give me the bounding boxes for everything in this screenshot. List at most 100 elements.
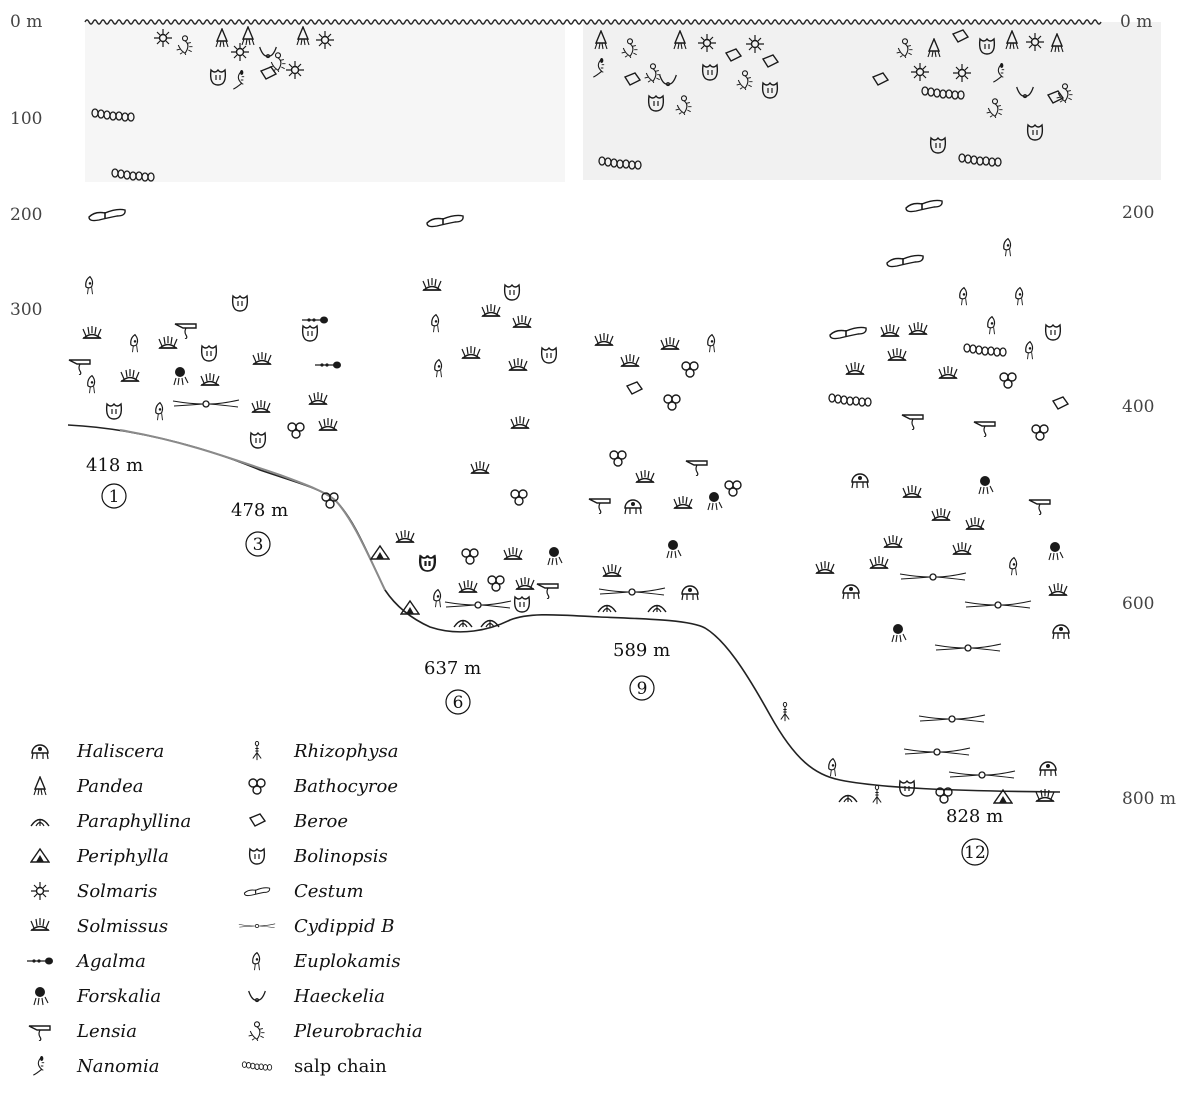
solmissus-icon: [887, 347, 907, 361]
legend-label: salp chain: [294, 1056, 387, 1077]
bolinopsis-icon: [513, 596, 531, 613]
station-1-number: 1: [109, 487, 120, 507]
haliscera-icon: [624, 499, 642, 515]
euplokamis-icon: [85, 275, 94, 295]
station-6: 637 m 6: [424, 658, 481, 715]
euplokamis-icon: [1025, 340, 1034, 360]
solmissus-icon: [503, 546, 523, 560]
legend-label: Euplokamis: [293, 951, 401, 972]
forskalia-icon: [891, 623, 907, 643]
legend-label: Cydippid B: [294, 916, 395, 937]
legend-label: Haliscera: [76, 741, 164, 762]
depth-axis-left: 0 m 100 200 300: [10, 12, 42, 320]
bolinopsis-icon: [200, 345, 218, 362]
legend-label: Bathocyroe: [293, 776, 398, 797]
station-6-depth: 637 m: [424, 658, 481, 679]
rhizophysa-icon: [252, 741, 262, 761]
haliscera-icon: [851, 473, 869, 489]
bolinopsis-icon: [249, 432, 267, 449]
station-6-circle: [445, 689, 471, 715]
solmissus-icon: [252, 351, 272, 365]
station-9-depth: 589 m: [613, 640, 670, 661]
cestum-icon: [829, 326, 867, 340]
solmissus-icon: [845, 361, 865, 375]
forskalia-icon: [978, 475, 994, 495]
cydippid-icon: [899, 572, 967, 581]
solmissus-icon: [965, 516, 985, 530]
solmissus-icon: [158, 335, 178, 349]
station-1: 418 m 1: [86, 455, 143, 509]
bathocyroe-icon: [248, 778, 266, 795]
solmissus-icon: [515, 576, 535, 590]
bathocyroe-icon: [724, 480, 742, 497]
salp-icon: [963, 343, 1007, 357]
bathocyroe-icon: [609, 450, 627, 467]
beroe-icon: [626, 381, 643, 395]
depth-label-right-600: 600: [1122, 594, 1154, 614]
solmissus-icon: [461, 345, 481, 359]
bolinopsis-icon: [540, 347, 558, 364]
bolinopsis-icon: [503, 284, 521, 301]
euplokamis-icon: [87, 374, 96, 394]
cydippid-icon: [444, 600, 512, 609]
legend-right-column: RhizophysaBathocyroeBeroeBolinopsisCestu…: [238, 741, 423, 1077]
cydippid-icon: [964, 600, 1032, 609]
lensia-icon: [174, 323, 197, 339]
station-9: 589 m 9: [613, 640, 670, 701]
legend-label: Nanomia: [76, 1056, 159, 1077]
euplokamis-icon: [987, 315, 996, 335]
solmaris-icon: [30, 881, 50, 901]
solmissus-icon: [908, 321, 928, 335]
station-3-number: 3: [253, 535, 264, 555]
rhizophysa-icon: [780, 702, 790, 722]
cestum-icon: [426, 214, 464, 228]
forskalia-icon: [707, 491, 723, 511]
agalma-icon: [26, 956, 54, 966]
legend-label: Agalma: [75, 951, 146, 972]
forskalia-icon: [666, 539, 682, 559]
bathocyroe-icon: [510, 489, 528, 506]
solmissus-icon: [931, 507, 951, 521]
legend-label: Cestum: [294, 881, 364, 902]
seafloor-profile: [67, 424, 1061, 793]
lensia-icon: [1028, 499, 1051, 515]
depth-label-left-100: 100: [10, 109, 42, 129]
legend-label: Rhizophysa: [293, 741, 398, 762]
cydippid-icon: [903, 747, 971, 756]
nanomia-icon: [32, 1056, 45, 1076]
solmissus-icon: [318, 417, 338, 431]
bathocyroe-icon: [287, 422, 305, 439]
depth-label-right-800: 800 m: [1122, 789, 1176, 809]
depth-label-left-300: 300: [10, 300, 42, 320]
pandea-icon: [33, 776, 47, 796]
station-12: 828 m 12: [946, 806, 1003, 866]
paraphyllina-icon: [453, 619, 473, 628]
haliscera-icon: [1039, 761, 1057, 777]
solmissus-icon: [602, 563, 622, 577]
cydippid-icon: [948, 770, 1016, 779]
legend-label: Beroe: [293, 811, 348, 832]
legend-left-column: HalisceraPandeaParaphyllinaPeriphyllaSol…: [26, 741, 191, 1077]
beroe-icon: [249, 813, 266, 827]
euplokamis-icon: [828, 757, 837, 777]
bathocyroe-icon: [681, 361, 699, 378]
seafloor-profile-grey-segment: [119, 429, 386, 591]
cestum-icon: [243, 887, 271, 897]
cestum-icon: [88, 208, 126, 222]
solmissus-icon: [938, 365, 958, 379]
euplokamis-icon: [431, 313, 440, 333]
cydippid-icon: [172, 399, 240, 408]
solmissus-icon: [508, 357, 528, 371]
solmissus-icon: [308, 391, 328, 405]
station-9-number: 9: [637, 679, 648, 699]
forskalia-icon: [547, 546, 563, 566]
solmissus-icon: [673, 495, 693, 509]
lensia-icon: [28, 1025, 51, 1041]
bathocyroe-icon: [1031, 424, 1049, 441]
solmissus-icon: [512, 314, 532, 328]
euplokamis-icon: [1003, 237, 1012, 257]
bathocyroe-icon: [461, 548, 479, 565]
solmissus-icon: [660, 336, 680, 350]
cestum-icon: [886, 254, 924, 268]
solmissus-icon: [481, 303, 501, 317]
